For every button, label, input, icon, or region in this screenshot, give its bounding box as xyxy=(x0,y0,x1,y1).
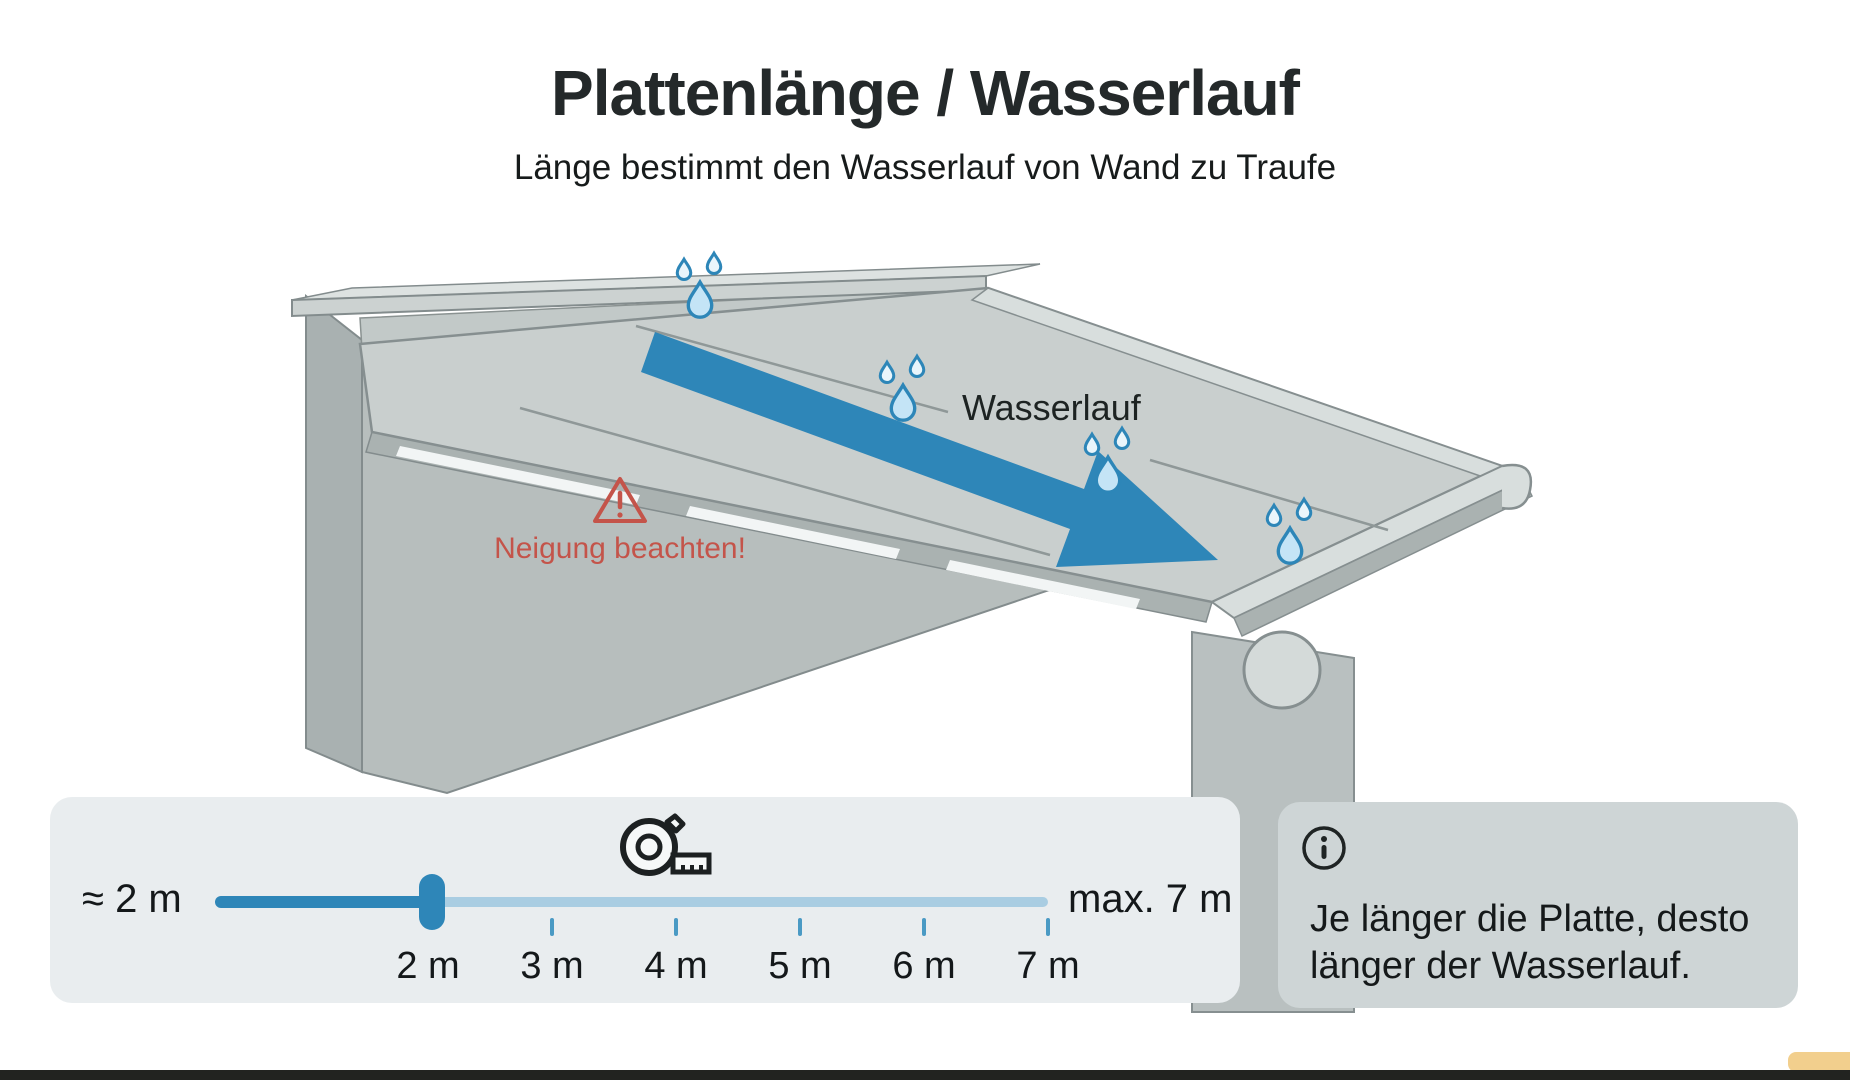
slider-track[interactable] xyxy=(432,897,1048,907)
slider-tick xyxy=(922,918,926,936)
info-box: Je länger die Platte, desto länger der W… xyxy=(1278,802,1798,1008)
water-drop-cluster xyxy=(1265,496,1313,565)
slider-tick xyxy=(674,918,678,936)
tick-label: 5 m xyxy=(768,945,832,987)
rail-slot xyxy=(686,506,900,559)
water-drop-cluster xyxy=(675,250,723,319)
water-drop-icon xyxy=(1113,425,1131,450)
warning-label: Neigung beachten! xyxy=(494,532,746,565)
slider-max-label: max. 7 m xyxy=(1068,877,1233,921)
water-drop-icon xyxy=(1295,496,1313,521)
eaves-lip xyxy=(1233,479,1534,638)
panel-seam xyxy=(519,406,1051,557)
tape-measure-icon xyxy=(620,813,712,876)
rail-slot xyxy=(396,446,640,505)
slider-tick xyxy=(1046,918,1050,936)
tick-label: 6 m xyxy=(892,945,956,987)
water-drop-icon xyxy=(705,250,723,275)
water-drop-icon xyxy=(686,278,714,319)
water-drop-icon xyxy=(1083,431,1101,456)
length-slider-panel: ≈ 2 m max. 7 m 2 m 3 m 4 m 5 m 6 m 7 m xyxy=(50,797,1240,1003)
eaves-curl xyxy=(1501,463,1533,510)
water-drop-cluster xyxy=(878,353,926,422)
tick-label: 7 m xyxy=(1016,945,1080,987)
slider-tick xyxy=(798,918,802,936)
slider-handle[interactable] xyxy=(419,874,445,930)
info-icon xyxy=(1302,826,1346,870)
flow-label: Wasserlauf xyxy=(962,387,1142,428)
warning-triangle-icon xyxy=(593,477,647,523)
bottom-edge-strip xyxy=(0,1070,1850,1080)
water-drop-icon xyxy=(1094,453,1122,494)
water-drop-icon xyxy=(889,381,917,422)
tick-label: 3 m xyxy=(520,945,584,987)
tick-label: 4 m xyxy=(644,945,708,987)
water-drop-cluster xyxy=(1083,425,1131,494)
rail-slot xyxy=(946,560,1140,609)
bottom-smudge xyxy=(1788,1052,1850,1072)
water-drop-icon xyxy=(1265,502,1283,527)
slider-track-filled[interactable] xyxy=(215,896,432,908)
flow-arrow-icon xyxy=(641,332,1218,567)
page-subtitle: Länge bestimmt den Wasserlauf von Wand z… xyxy=(513,148,1337,187)
slider-min-label: ≈ 2 m xyxy=(82,877,182,921)
wall-left-face xyxy=(305,293,363,774)
water-drop-icon xyxy=(908,353,926,378)
water-drop-icon xyxy=(878,359,896,384)
water-drop-icon xyxy=(675,256,693,281)
gutter-icon xyxy=(1242,630,1322,710)
panel-seam xyxy=(1149,458,1389,532)
slider-tick xyxy=(550,918,554,936)
water-drop-icon xyxy=(1276,524,1304,565)
tick-label: 2 m xyxy=(396,945,460,987)
info-text: Je länger die Platte, desto länger der W… xyxy=(1310,898,1750,987)
page-title: Plattenlänge / Wasserlauf xyxy=(551,57,1300,129)
